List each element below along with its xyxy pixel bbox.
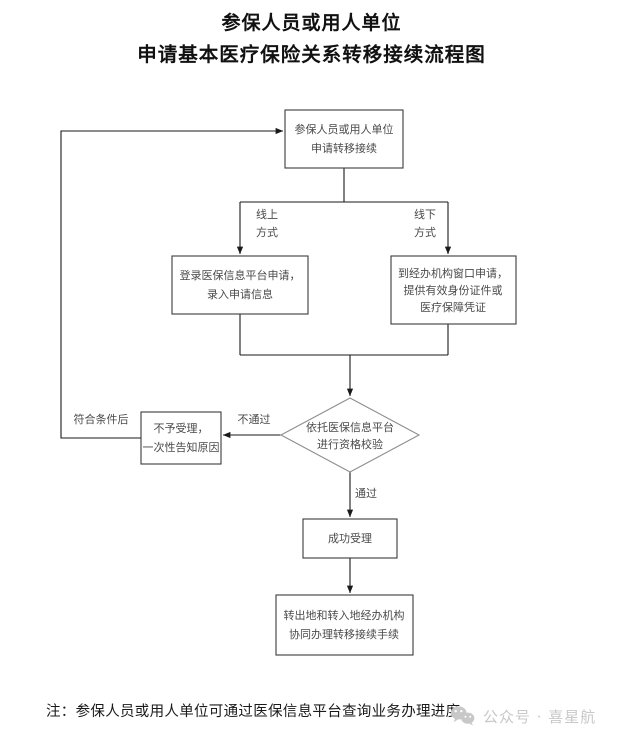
connector-reject-to-start-loop <box>60 127 284 439</box>
node-accepted: 成功受理 <box>302 518 398 559</box>
node-handle-line-2: 协同办理转移接续手续 <box>289 627 399 641</box>
node-handle-line-1: 转出地和转入地经办机构 <box>284 608 405 622</box>
node-verify-decision: 依托医保信息平台 进行资格校验 <box>279 397 421 473</box>
node-reject-line-1: 不予受理， <box>154 422 209 435</box>
node-reject: 不予受理， 一次性告知原因 <box>140 411 222 465</box>
page-title: 参保人员或用人单位 申请基本医疗保险关系转移接续流程图 <box>0 8 623 72</box>
connector-merge-bar <box>240 354 448 397</box>
node-online-line-2: 录入申请信息 <box>207 287 273 301</box>
node-online-application: 登录医保信息平台申请， 录入申请信息 <box>171 255 309 315</box>
wechat-icon <box>450 705 476 727</box>
node-verify-line-1: 依托医保信息平台 <box>306 420 394 434</box>
edge-label-online-line-1: 线上 <box>256 207 278 221</box>
node-accepted-line-1: 成功受理 <box>328 532 372 545</box>
node-start-line-1: 参保人员或用人单位 <box>295 122 394 136</box>
title-line-1: 参保人员或用人单位 <box>221 13 402 34</box>
edge-label-online-line-2: 方式 <box>256 225 278 239</box>
footer-note: 注：参保人员或用人单位可通过医保信息平台查询业务办理进度。 <box>46 704 476 720</box>
node-start: 参保人员或用人单位 申请转移接续 <box>284 109 404 169</box>
edge-label-offline-method: 线下 方式 <box>414 207 436 239</box>
connector-start-to-split <box>240 168 448 203</box>
node-transfer-handling: 转出地和转入地经办机构 协同办理转移接续手续 <box>275 594 414 656</box>
node-verify-line-2: 进行资格校验 <box>317 437 383 451</box>
edge-label-requalified: 符合条件后 <box>74 412 129 426</box>
edge-label-pass: 通过 <box>355 487 377 500</box>
edge-label-fail-text: 不通过 <box>238 413 271 426</box>
edge-label-requalified-text: 符合条件后 <box>74 412 129 426</box>
edge-label-fail: 不通过 <box>238 413 271 426</box>
edge-label-online-method: 线上 方式 <box>256 207 278 239</box>
edge-label-offline-line-2: 方式 <box>414 225 436 239</box>
title-line-2: 申请基本医疗保险关系转移接续流程图 <box>137 45 486 66</box>
edge-label-offline-line-1: 线下 <box>414 207 436 221</box>
wechat-credit-label: 公众号 · 喜星航 <box>483 707 597 726</box>
flowchart-canvas: 参保人员或用人单位 申请转移接续 登录医保信息平台申请， 录入申请信息 到经办机… <box>0 78 623 678</box>
node-reject-line-2: 一次性告知原因 <box>143 440 220 454</box>
wechat-credit: 公众号 · 喜星航 <box>450 705 596 727</box>
edge-label-pass-text: 通过 <box>355 487 377 500</box>
node-offline-line-3: 医疗保障凭证 <box>420 300 486 314</box>
node-offline-line-1: 到经办机构窗口申请， <box>398 266 508 280</box>
node-start-line-2: 申请转移接续 <box>311 141 377 155</box>
node-offline-line-2: 提供有效身份证件或 <box>404 283 503 297</box>
node-offline-application: 到经办机构窗口申请， 提供有效身份证件或 医疗保障凭证 <box>390 255 517 325</box>
node-online-line-1: 登录医保信息平台申请， <box>180 268 301 282</box>
